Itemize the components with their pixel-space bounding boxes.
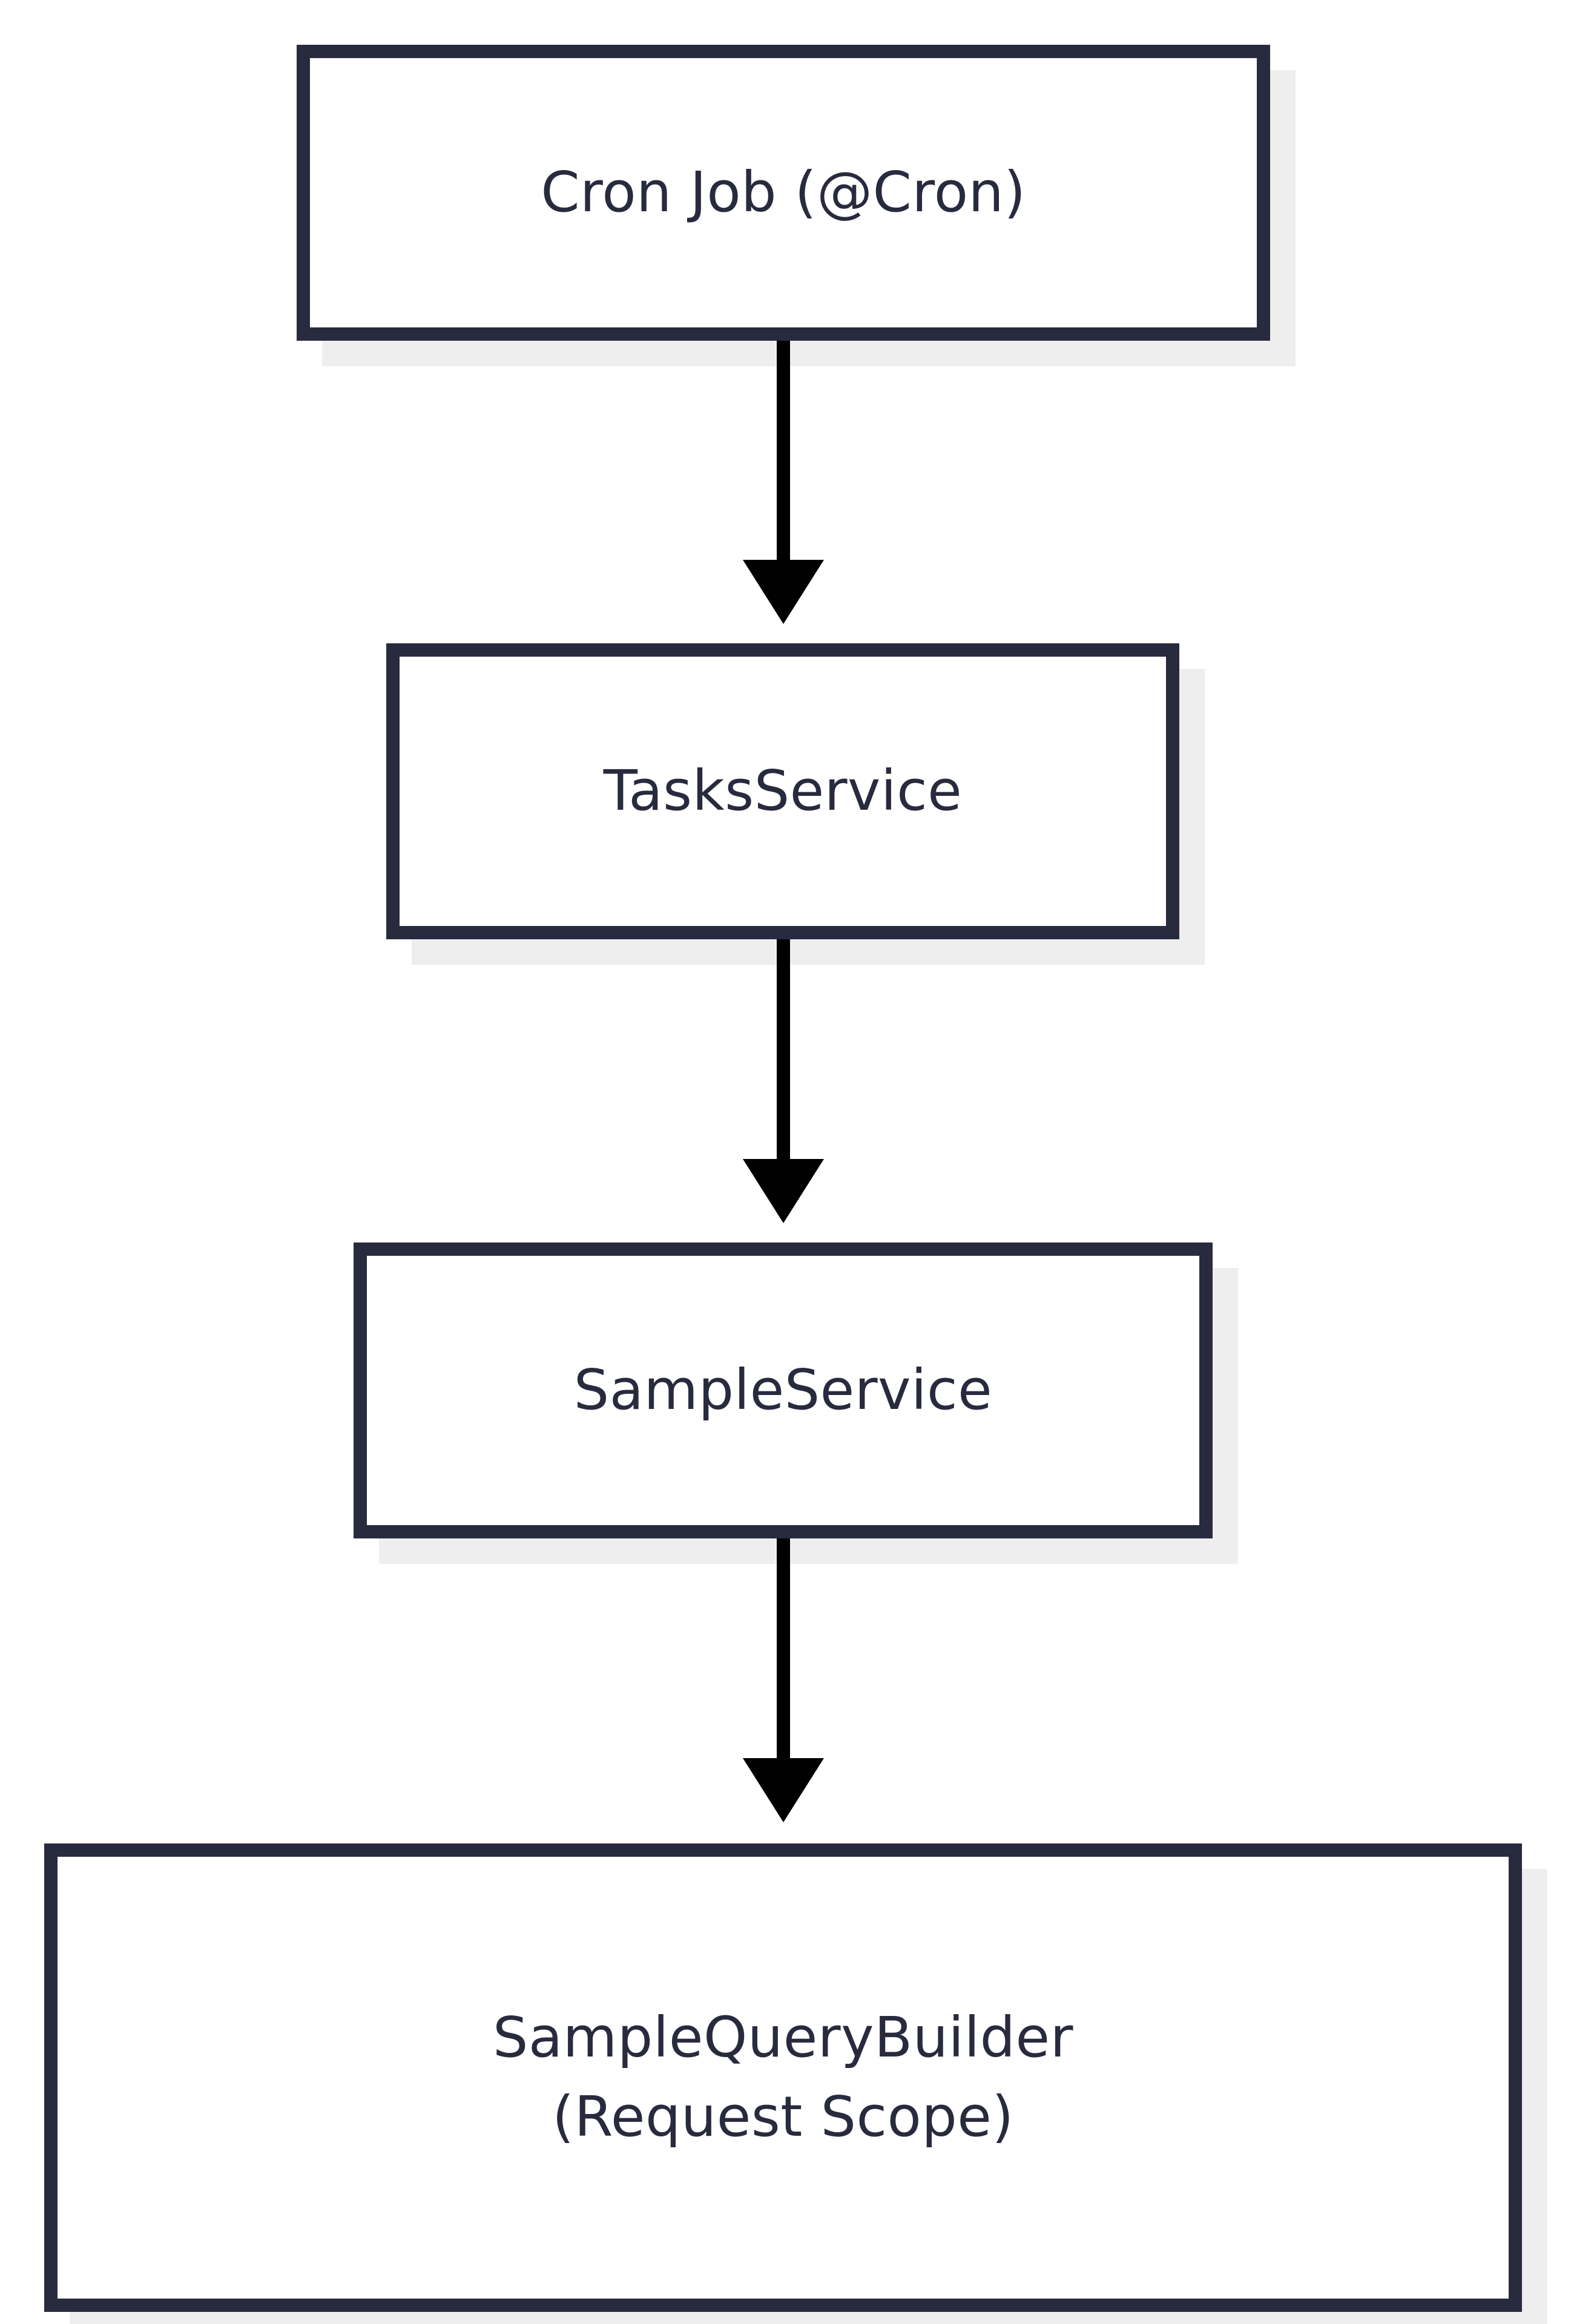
flow-node-query-builder-line-2: (Request Scope) bbox=[552, 2084, 1014, 2149]
edge-line bbox=[777, 327, 790, 560]
flow-node-tasks-service[interactable]: TasksService bbox=[386, 643, 1179, 939]
flow-node-cron-job-label: Cron Job (@Cron) bbox=[541, 160, 1026, 225]
down-arrow-icon bbox=[743, 1758, 824, 1822]
flow-node-sample-service-label: SampleService bbox=[573, 1357, 993, 1423]
edge-line bbox=[777, 1525, 790, 1758]
flow-node-sample-service[interactable]: SampleService bbox=[354, 1242, 1213, 1538]
down-arrow-icon bbox=[743, 1159, 824, 1223]
flow-node-sample-query-builder[interactable]: SampleQueryBuilder (Request Scope) bbox=[44, 1843, 1522, 2312]
flow-node-query-builder-line-1: SampleQueryBuilder bbox=[493, 2005, 1073, 2070]
down-arrow-icon bbox=[743, 560, 824, 624]
edge-line bbox=[777, 926, 790, 1159]
flow-node-tasks-service-label: TasksService bbox=[603, 758, 963, 824]
flow-node-cron-job[interactable]: Cron Job (@Cron) bbox=[297, 45, 1270, 341]
flow-node-sample-query-builder-label: SampleQueryBuilder (Request Scope) bbox=[478, 1920, 1088, 2236]
